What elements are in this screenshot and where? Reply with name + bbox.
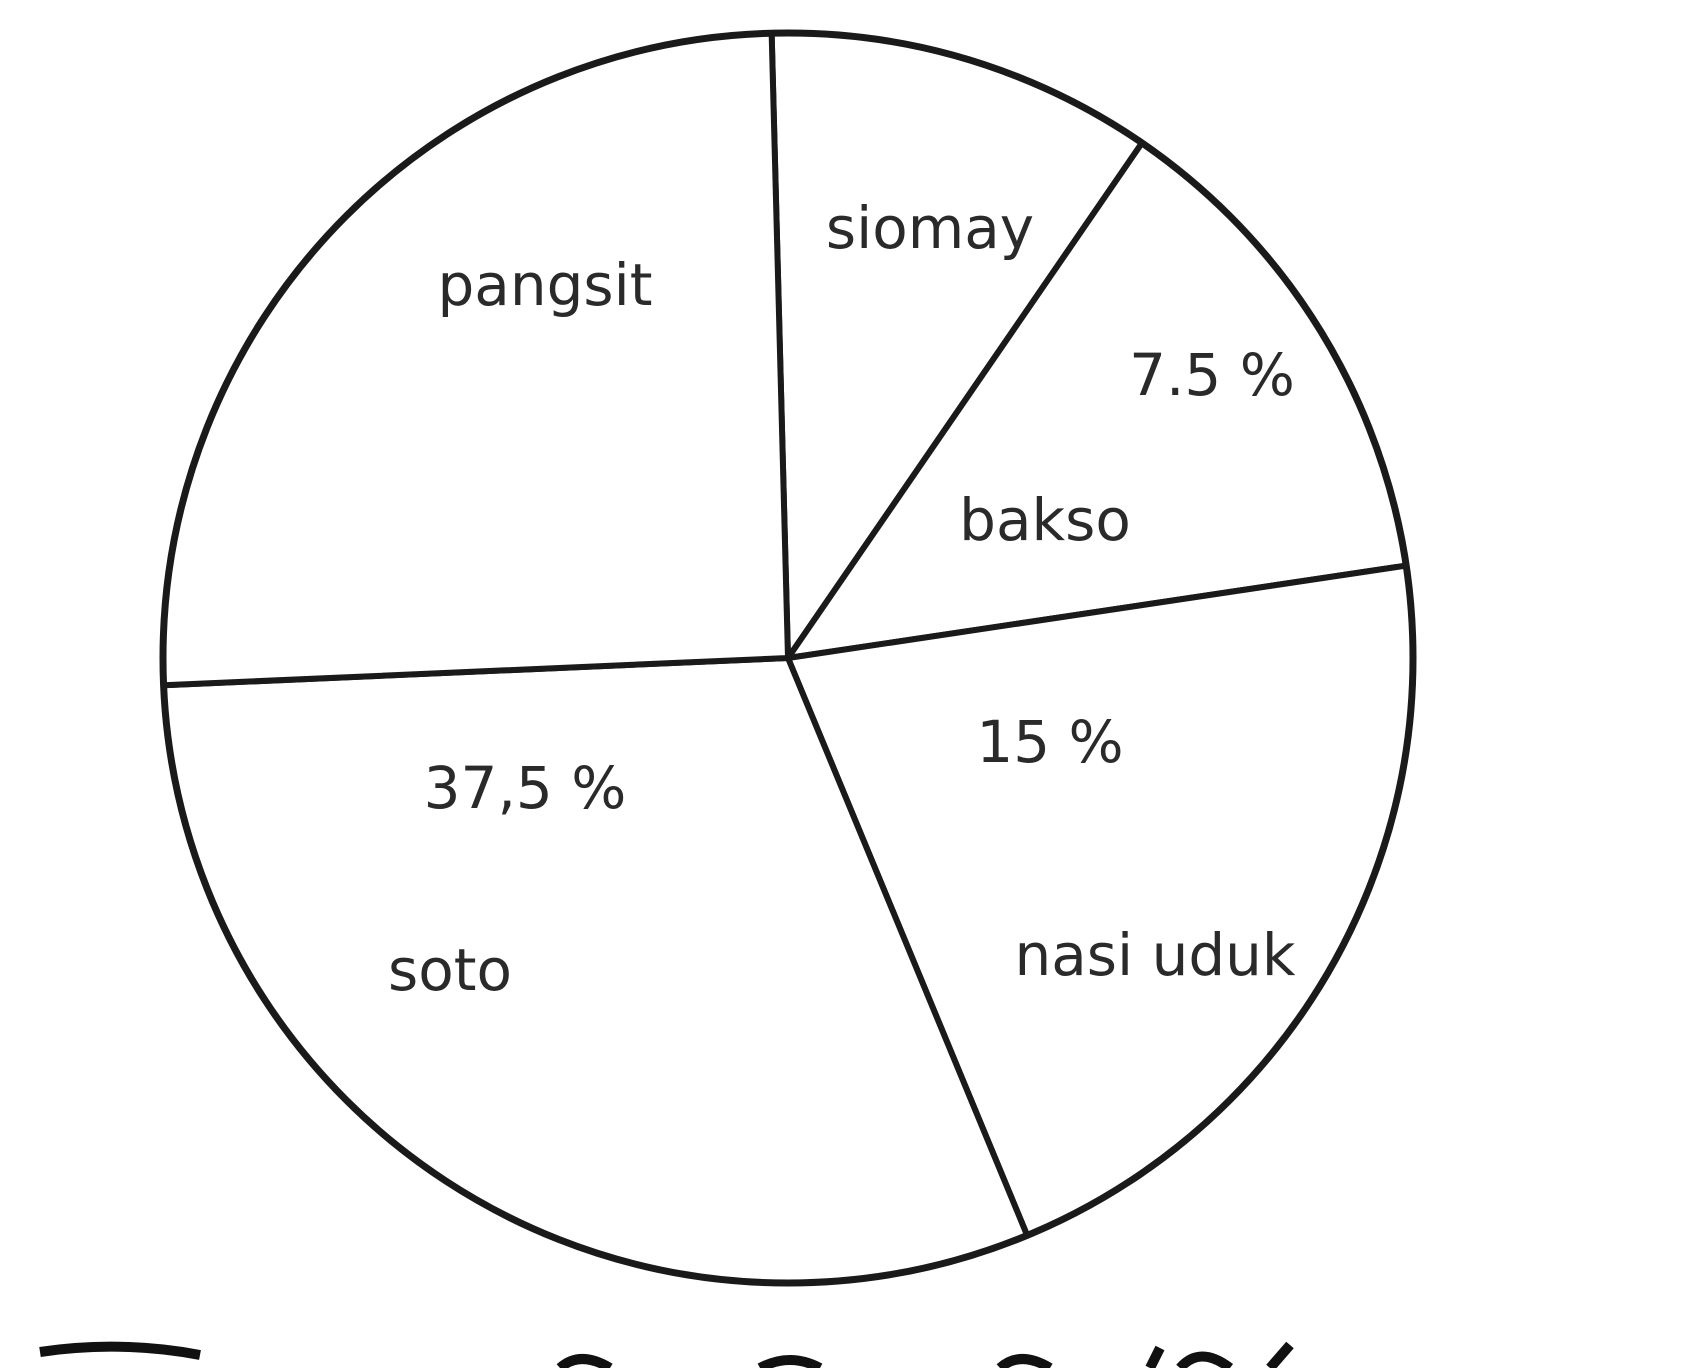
slice-label-pangsit: pangsit xyxy=(437,251,652,319)
slice-value-soto: 37,5 % xyxy=(424,754,627,822)
slice-value-nasi-uduk: 15 % xyxy=(976,708,1123,776)
slice-label-nasi-uduk: nasi uduk xyxy=(1015,921,1296,989)
slice-label-bakso: bakso xyxy=(959,486,1131,554)
pie-slices xyxy=(160,30,1416,1286)
slice-label-soto: soto xyxy=(388,936,512,1004)
pie-slice-pangsit xyxy=(160,30,791,689)
slice-value-bakso: 7.5 % xyxy=(1129,341,1295,409)
cropped-bottom-text xyxy=(39,1341,1294,1368)
slice-label-siomay: siomay xyxy=(826,194,1034,262)
pie-outline xyxy=(159,29,1417,1287)
